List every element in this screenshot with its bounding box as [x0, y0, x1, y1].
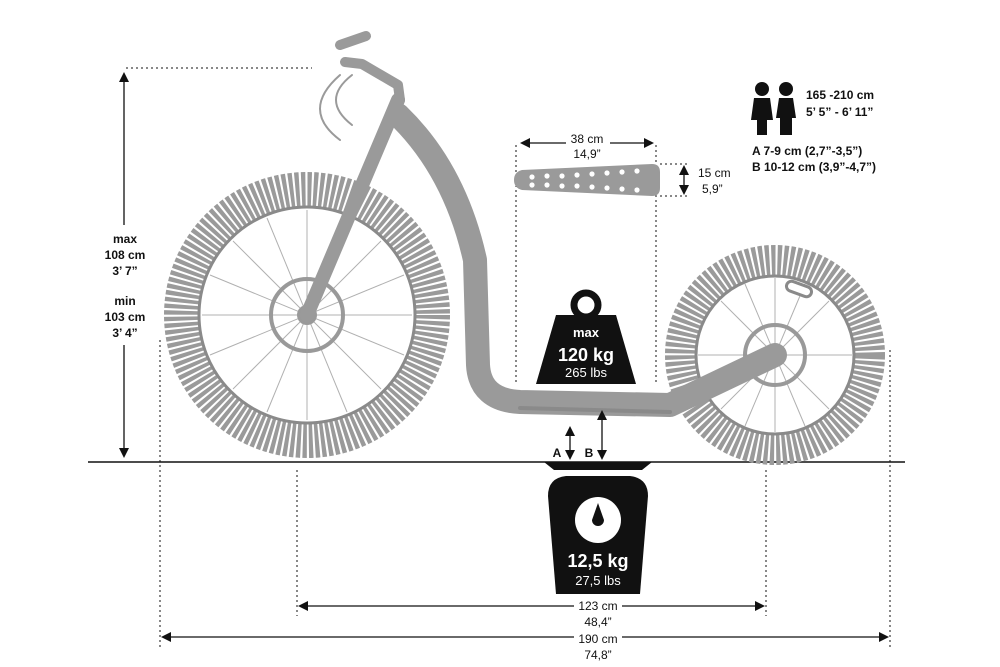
height-min-label: min	[114, 294, 135, 308]
height-max-cm: 108 cm	[105, 248, 146, 262]
clearance-a: A 7-9 cm (2,7”-3,5”)	[752, 144, 862, 158]
load-label: max	[573, 325, 600, 340]
marker-b: B	[585, 446, 594, 460]
deck-width-in: 5,9”	[702, 182, 723, 196]
marker-a: A	[553, 446, 562, 460]
rider-info: 165 -210 cm 5’ 5” - 6’ 11” A 7-9 cm (2,7…	[751, 82, 876, 174]
kickbike-illustration	[164, 31, 885, 465]
person-icon	[751, 82, 796, 135]
wheelbase-cm: 123 cm	[578, 599, 617, 613]
rider-height-cm: 165 -210 cm	[806, 88, 874, 102]
clearance-b: B 10-12 cm (3,9”-4,7”)	[752, 160, 876, 174]
rider-height-in: 5’ 5” - 6’ 11”	[806, 105, 873, 119]
deck-plate	[514, 164, 660, 196]
weight-value-lbs: 27,5 lbs	[575, 573, 621, 588]
height-min-cm: 103 cm	[105, 310, 146, 324]
frame	[300, 31, 787, 417]
height-max-in: 3’ 7”	[112, 264, 137, 278]
length-dimension: 190 cm 74,8”	[161, 630, 889, 662]
max-load-weight: max 120 kg 265 lbs	[536, 289, 636, 384]
load-value: 120 kg	[558, 345, 614, 365]
deck-length-in: 14,9”	[573, 147, 600, 161]
height-min-in: 3’ 4”	[112, 326, 137, 340]
height-max-label: max	[113, 232, 137, 246]
clearance-markers: A B	[553, 410, 607, 460]
weight-icon	[536, 315, 636, 384]
load-value-lbs: 265 lbs	[565, 365, 607, 380]
weight-value: 12,5 kg	[567, 551, 628, 571]
length-in: 74,8”	[584, 648, 611, 662]
deck-length-cm: 38 cm	[571, 132, 604, 146]
height-dimension: max 108 cm 3’ 7” min 103 cm 3’ 4”	[104, 72, 146, 458]
deck-width-cm: 15 cm	[698, 166, 731, 180]
wheelbase-dimension: 123 cm 48,4”	[298, 598, 765, 629]
wheelbase-in: 48,4”	[584, 615, 611, 629]
bike-weight: 12,5 kg 27,5 lbs	[544, 462, 652, 594]
length-cm: 190 cm	[578, 632, 617, 646]
deck-dimension: 38 cm 14,9” 15 cm 5,9”	[514, 132, 731, 196]
